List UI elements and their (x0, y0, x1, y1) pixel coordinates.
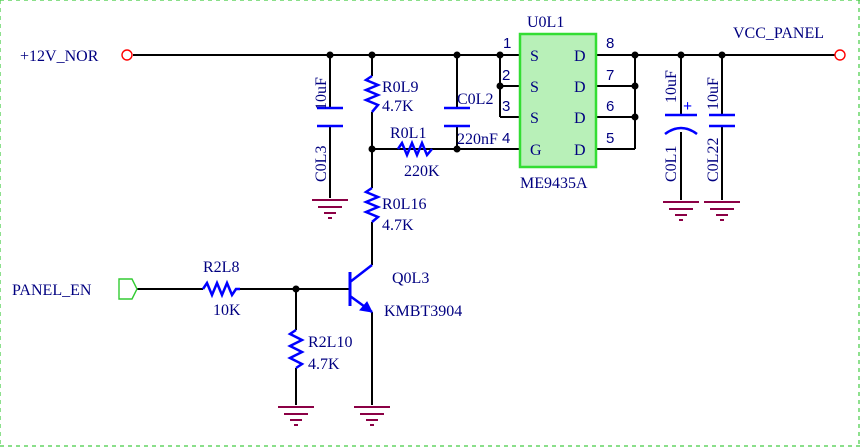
capacitor-c0l2[interactable]: C0L2 220nF (444, 91, 498, 148)
ic-u0l1[interactable]: U0L1 ME9435A 1 2 3 4 S S S G D D D D 8 7… (502, 14, 614, 192)
resistor-r0l16[interactable]: R0L16 4.7K (362, 186, 426, 234)
r0l16-ref: R0L16 (382, 196, 426, 213)
ic-pin-7-label: D (574, 79, 586, 96)
junction-dots (292, 51, 726, 293)
r0l1-ref: R0L1 (390, 125, 426, 142)
ic-pin-3-label: S (530, 110, 539, 127)
c0l3-ref: C0L3 (313, 146, 330, 182)
ic-pin-8-label: D (574, 48, 586, 65)
q0l3-ref: Q0L3 (392, 270, 429, 287)
c0l2-ref: C0L2 (457, 91, 493, 108)
input-power-label: +12V_NOR (20, 48, 99, 65)
ground-symbol-c0l22 (704, 201, 740, 221)
ic-pin-6-number: 6 (606, 98, 614, 115)
ic-pin-3-number: 3 (502, 98, 510, 115)
ic-pin-1-number: 1 (503, 35, 511, 52)
ic-pin-4-number: 4 (502, 130, 510, 147)
capacitor-c0l1[interactable]: + 10uF C0L1 (663, 70, 698, 182)
r2l10-ref: R2L10 (308, 334, 352, 351)
output-power-label: VCC_PANEL (733, 25, 824, 42)
ic-pin-6-label: D (574, 110, 586, 127)
ic-pin-8-number: 8 (606, 35, 614, 52)
r0l9-ref: R0L9 (382, 79, 418, 96)
c0l1-polarity: + (683, 98, 692, 115)
q0l3-value: KMBT3904 (384, 303, 462, 320)
ic-pin-1-label: S (530, 48, 539, 65)
r0l1-value: 220K (404, 163, 440, 180)
ic-value: ME9435A (520, 175, 588, 192)
ground-symbol-c0l3 (312, 199, 348, 219)
r2l8-ref: R2L8 (203, 259, 239, 276)
r0l16-value: 4.7K (382, 217, 414, 234)
ic-pin-5-number: 5 (606, 130, 614, 147)
capacitor-c0l22[interactable]: 10uF C0L22 (705, 77, 735, 182)
c0l3-value: 10uF (313, 77, 330, 110)
ic-pin-5-label: D (574, 142, 586, 159)
ic-ref: U0L1 (527, 14, 564, 31)
r2l8-value: 10K (213, 302, 241, 319)
r0l9-value: 4.7K (382, 98, 414, 115)
capacitor-c0l3[interactable]: 10uF C0L3 (313, 77, 343, 182)
ground-symbol-q0l3 (354, 406, 390, 426)
c0l1-ref: C0L1 (663, 146, 680, 182)
resistor-r2l10[interactable]: R2L10 4.7K (287, 328, 352, 373)
input-power-port[interactable]: +12V_NOR (20, 48, 133, 65)
ground-symbol-r2l10 (278, 406, 314, 426)
panel-enable-label: PANEL_EN (12, 282, 92, 299)
c0l2-value: 220nF (457, 131, 498, 148)
output-power-port[interactable]: VCC_PANEL (733, 25, 846, 61)
resistor-r0l1[interactable]: R0L1 220K (390, 125, 440, 180)
ic-pin-7-number: 7 (606, 67, 614, 84)
c0l1-value: 10uF (663, 70, 680, 103)
c0l22-ref: C0L22 (705, 138, 722, 182)
panel-enable-port[interactable]: PANEL_EN (12, 278, 138, 300)
r2l10-value: 4.7K (308, 356, 340, 373)
ic-pin-2-label: S (530, 79, 539, 96)
c0l22-value: 10uF (705, 77, 722, 110)
ground-symbol-c0l1 (663, 201, 699, 221)
resistor-r2l8[interactable]: R2L8 10K (201, 259, 241, 319)
ic-pin-4-label: G (530, 142, 542, 159)
ic-pin-2-number: 2 (502, 67, 510, 84)
transistor-q0l3[interactable]: Q0L3 KMBT3904 (348, 264, 462, 320)
resistor-r0l9[interactable]: R0L9 4.7K (362, 74, 418, 115)
